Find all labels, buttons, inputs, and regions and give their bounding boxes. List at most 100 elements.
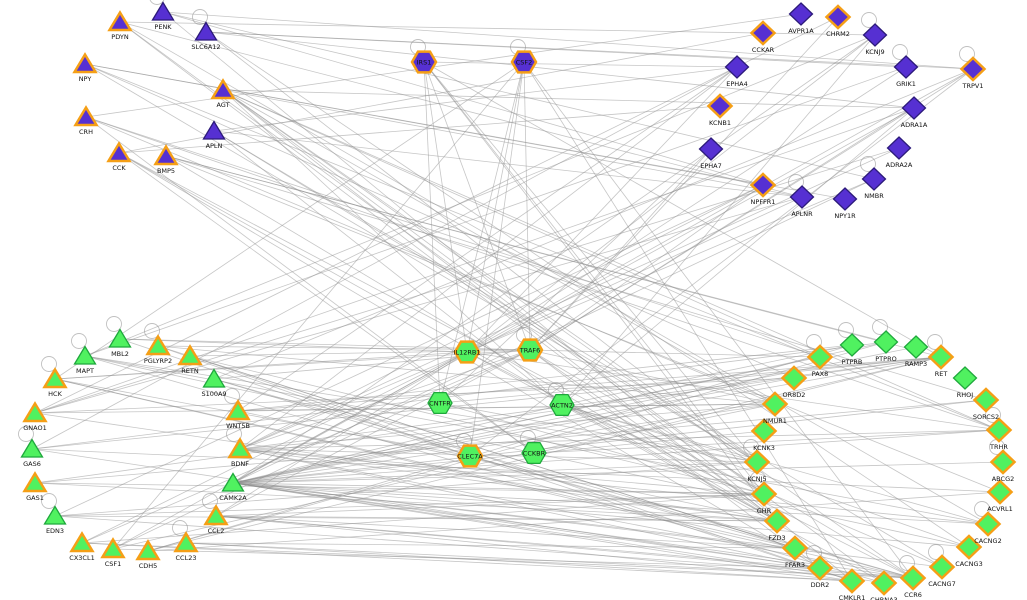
edge-mapt-kcnj9 xyxy=(84,34,876,357)
node-slc6a12[interactable] xyxy=(194,21,218,41)
node-ptprb[interactable] xyxy=(839,333,865,357)
edge-gnao1-adra2a xyxy=(34,147,900,414)
node-pax8[interactable] xyxy=(806,344,834,370)
node-nmur1[interactable] xyxy=(761,391,789,417)
node-trpv1[interactable] xyxy=(959,56,987,82)
node-ret[interactable] xyxy=(927,344,955,370)
node-actn2[interactable] xyxy=(549,393,575,417)
node-s100a9[interactable] xyxy=(202,368,226,388)
node-cacng2[interactable] xyxy=(974,511,1002,537)
node-irs1[interactable] xyxy=(410,50,438,74)
node-retn[interactable] xyxy=(177,344,203,366)
node-crh[interactable] xyxy=(73,105,99,127)
node-cx3cl1[interactable] xyxy=(69,531,95,553)
node-adra1a[interactable] xyxy=(901,96,927,120)
edge-traf6-nmur1 xyxy=(529,349,776,405)
node-edn3[interactable] xyxy=(43,505,67,525)
node-cdh5[interactable] xyxy=(135,539,161,561)
node-npffr1[interactable] xyxy=(749,172,777,198)
node-cckbr[interactable] xyxy=(521,441,547,465)
edge-mapt-cacng2 xyxy=(84,355,989,525)
node-kcnb1[interactable] xyxy=(706,93,734,119)
node-apln[interactable] xyxy=(202,120,226,140)
node-label-adra1a: ADRA1A xyxy=(901,121,928,129)
node-label-kcnj9: KCNJ9 xyxy=(865,48,884,56)
node-npy[interactable] xyxy=(72,52,98,74)
node-pglyrp2[interactable] xyxy=(145,334,171,356)
node-acvrl1[interactable] xyxy=(986,479,1014,505)
node-label-fzd3: FZD3 xyxy=(768,534,785,542)
node-camk2a[interactable] xyxy=(221,472,245,492)
node-csf1[interactable] xyxy=(100,537,126,559)
node-gas1[interactable] xyxy=(22,471,48,493)
node-csf2[interactable] xyxy=(510,50,538,74)
node-clec7a[interactable] xyxy=(456,444,484,468)
node-epha4[interactable] xyxy=(724,55,750,79)
edge-mapt-grik1 xyxy=(84,66,907,357)
edge-npy-npffr1 xyxy=(84,63,764,186)
node-kcnj9[interactable] xyxy=(862,23,888,47)
node-ramp3[interactable] xyxy=(903,335,929,359)
node-wnt5b[interactable] xyxy=(225,399,251,421)
node-gas6[interactable] xyxy=(20,438,44,458)
node-label-cmklr1: CMKLR1 xyxy=(839,594,866,600)
node-label-ccl2: CCL2 xyxy=(208,527,225,535)
self-loop-ccl2 xyxy=(202,493,218,509)
node-label-cacng2: CACNG2 xyxy=(974,537,1001,545)
node-pdyn[interactable] xyxy=(107,10,133,32)
node-grik1[interactable] xyxy=(893,55,919,79)
node-fzd3[interactable] xyxy=(763,508,791,534)
node-hck[interactable] xyxy=(42,367,68,389)
node-gnao1[interactable] xyxy=(22,401,48,423)
node-aplnr[interactable] xyxy=(789,185,815,209)
node-label-mbl2: MBL2 xyxy=(111,350,129,358)
node-cacng7[interactable] xyxy=(928,554,956,580)
node-label-sorcs2: SORCS2 xyxy=(973,413,999,421)
node-agt[interactable] xyxy=(210,78,236,100)
node-bmp5[interactable] xyxy=(153,144,179,166)
node-adra2a[interactable] xyxy=(886,136,912,160)
edge-camk2a-abcg2 xyxy=(232,461,1004,484)
node-rhoj[interactable] xyxy=(952,366,978,390)
node-ptpro[interactable] xyxy=(873,330,899,354)
node-epha7[interactable] xyxy=(698,137,724,161)
node-cck[interactable] xyxy=(106,141,132,163)
node-kcnj5[interactable] xyxy=(743,449,771,475)
node-ghr[interactable] xyxy=(750,481,778,507)
self-loop-pglyrp2 xyxy=(144,323,160,339)
node-label-irs1: IRS1 xyxy=(417,59,432,67)
node-cacng3[interactable] xyxy=(955,534,983,560)
node-npy1r[interactable] xyxy=(832,187,858,211)
node-ddr2[interactable] xyxy=(806,555,834,581)
node-avpr1a[interactable] xyxy=(788,2,814,26)
edge-csf2-clec7a xyxy=(469,61,525,457)
edge-bdnf-ddr2 xyxy=(239,448,821,569)
node-cntfr[interactable] xyxy=(427,391,453,415)
node-mapt[interactable] xyxy=(73,345,97,365)
node-chrm2[interactable] xyxy=(824,4,852,30)
node-label-il12rb1: IL12RB1 xyxy=(454,349,481,357)
node-bdnf[interactable] xyxy=(227,437,253,459)
node-chrna3[interactable] xyxy=(870,570,898,596)
node-cckar[interactable] xyxy=(749,20,777,46)
node-penk[interactable] xyxy=(151,1,175,21)
node-sorcs2[interactable] xyxy=(972,387,1000,413)
node-traf6[interactable] xyxy=(516,338,544,362)
node-ccl23[interactable] xyxy=(173,531,199,553)
edge-csf1-ddr2 xyxy=(112,548,821,569)
node-trhr[interactable] xyxy=(985,417,1013,443)
node-cmklr1[interactable] xyxy=(838,568,866,594)
node-nmbr[interactable] xyxy=(861,167,887,191)
edge-traf6-ccr6 xyxy=(529,349,914,579)
node-kcnk3[interactable] xyxy=(750,418,778,444)
node-ccl2[interactable] xyxy=(203,504,229,526)
node-mbl2[interactable] xyxy=(108,328,132,348)
edge-bmp5-acvrl1 xyxy=(165,155,1001,493)
node-ffar3[interactable] xyxy=(781,535,809,561)
self-loop-ptprb xyxy=(838,322,854,338)
edge-csf2-ccr6 xyxy=(523,61,914,579)
node-il12rb1[interactable] xyxy=(453,340,481,364)
node-or8d2[interactable] xyxy=(780,365,808,391)
node-ccr6[interactable] xyxy=(899,565,927,591)
node-abcg2[interactable] xyxy=(989,449,1017,475)
